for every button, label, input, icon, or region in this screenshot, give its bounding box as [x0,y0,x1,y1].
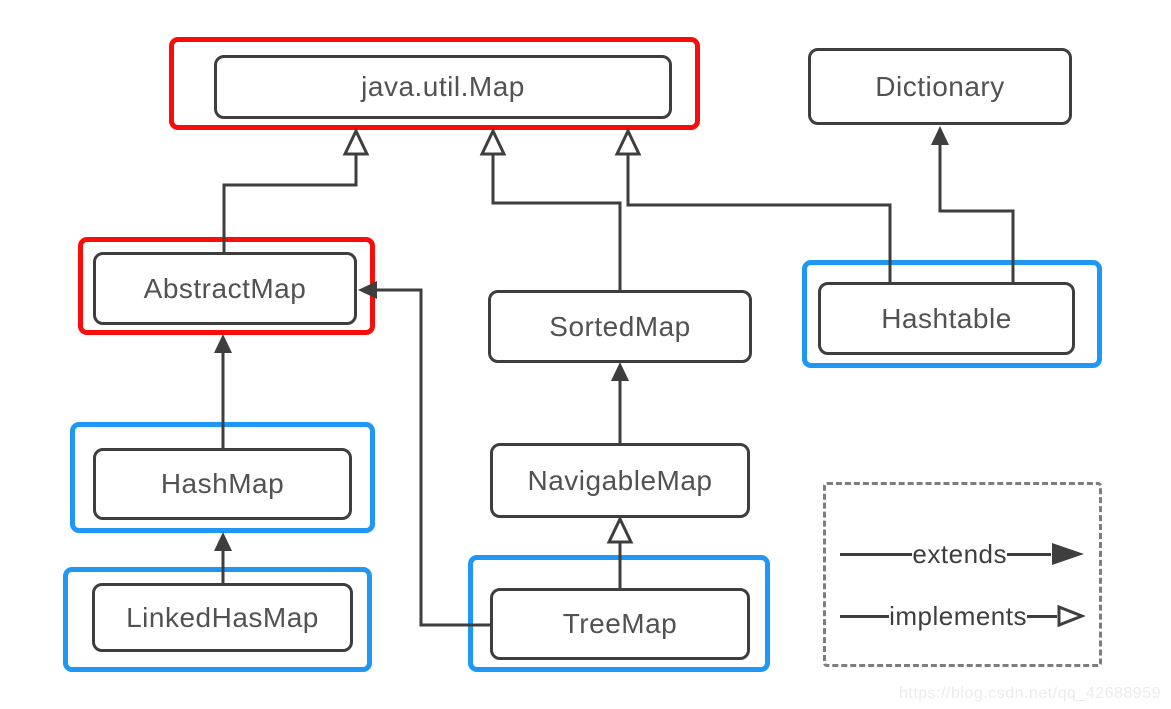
highlight-outline-java-util-map [169,37,700,130]
implements-arrowhead-abstractmap-to-java-util-map [342,127,370,156]
edge-sortedmap-implements-java-util-map [491,154,622,290]
extends-arrowhead-linkedhasmap-to-hashmap [214,532,232,551]
node-treemap: TreeMap [490,588,750,660]
legend-line [1027,614,1057,618]
implements-arrowhead-treemap-to-navigablemap [606,515,634,544]
node-label-linkedhasmap: LinkedHasMap [126,601,319,633]
node-label-java-util-map: java.util.Map [361,71,525,102]
extends-arrowhead-hashtable-to-dictionary [931,126,949,145]
node-hashtable: Hashtable [818,282,1075,355]
node-hashmap: HashMap [93,448,352,520]
extends-arrowhead-navigablemap-to-sortedmap [611,362,629,381]
node-label-dictionary: Dictionary [875,70,1005,102]
legend-implements-label: implements [889,601,1027,631]
highlight-outline-linkedhasmap [63,567,372,672]
implements-arrowhead-hashtable-to-java-util-map [614,127,642,156]
node-label-sortedmap: SortedMap [549,310,691,342]
legend-line [1007,552,1051,556]
implements-arrowhead-sortedmap-to-java-util-map [479,127,507,156]
legend: extends implements [823,482,1102,667]
legend-row-implements: implements [840,603,1085,629]
legend-extends-label: extends [912,539,1007,569]
node-label-hashmap: HashMap [160,468,285,499]
node-linkedhasmap: LinkedHasMap [92,583,353,652]
node-label-abstractmap: AbstractMap [143,272,307,304]
implements-arrowhead-icon [1057,604,1085,628]
node-java-util-map: java.util.Map [214,55,672,119]
extends-arrowhead-hashmap-to-abstractmap [214,334,232,353]
watermark: https://blog.csdn.net/qq_42688959 [898,685,1161,702]
node-navigablemap: NavigableMap [490,443,750,518]
node-label-navigablemap: NavigableMap [527,464,713,496]
legend-line [840,614,890,618]
node-dictionary: Dictionary [808,48,1072,125]
node-label-hashtable: Hashtable [881,302,1012,334]
legend-row-extends: extends [840,541,1085,567]
node-abstractmap: AbstractMap [93,252,357,325]
node-label-treemap: TreeMap [562,608,678,639]
node-sortedmap: SortedMap [488,290,752,363]
legend-line [840,552,913,556]
extends-arrowhead-icon [1052,543,1084,565]
